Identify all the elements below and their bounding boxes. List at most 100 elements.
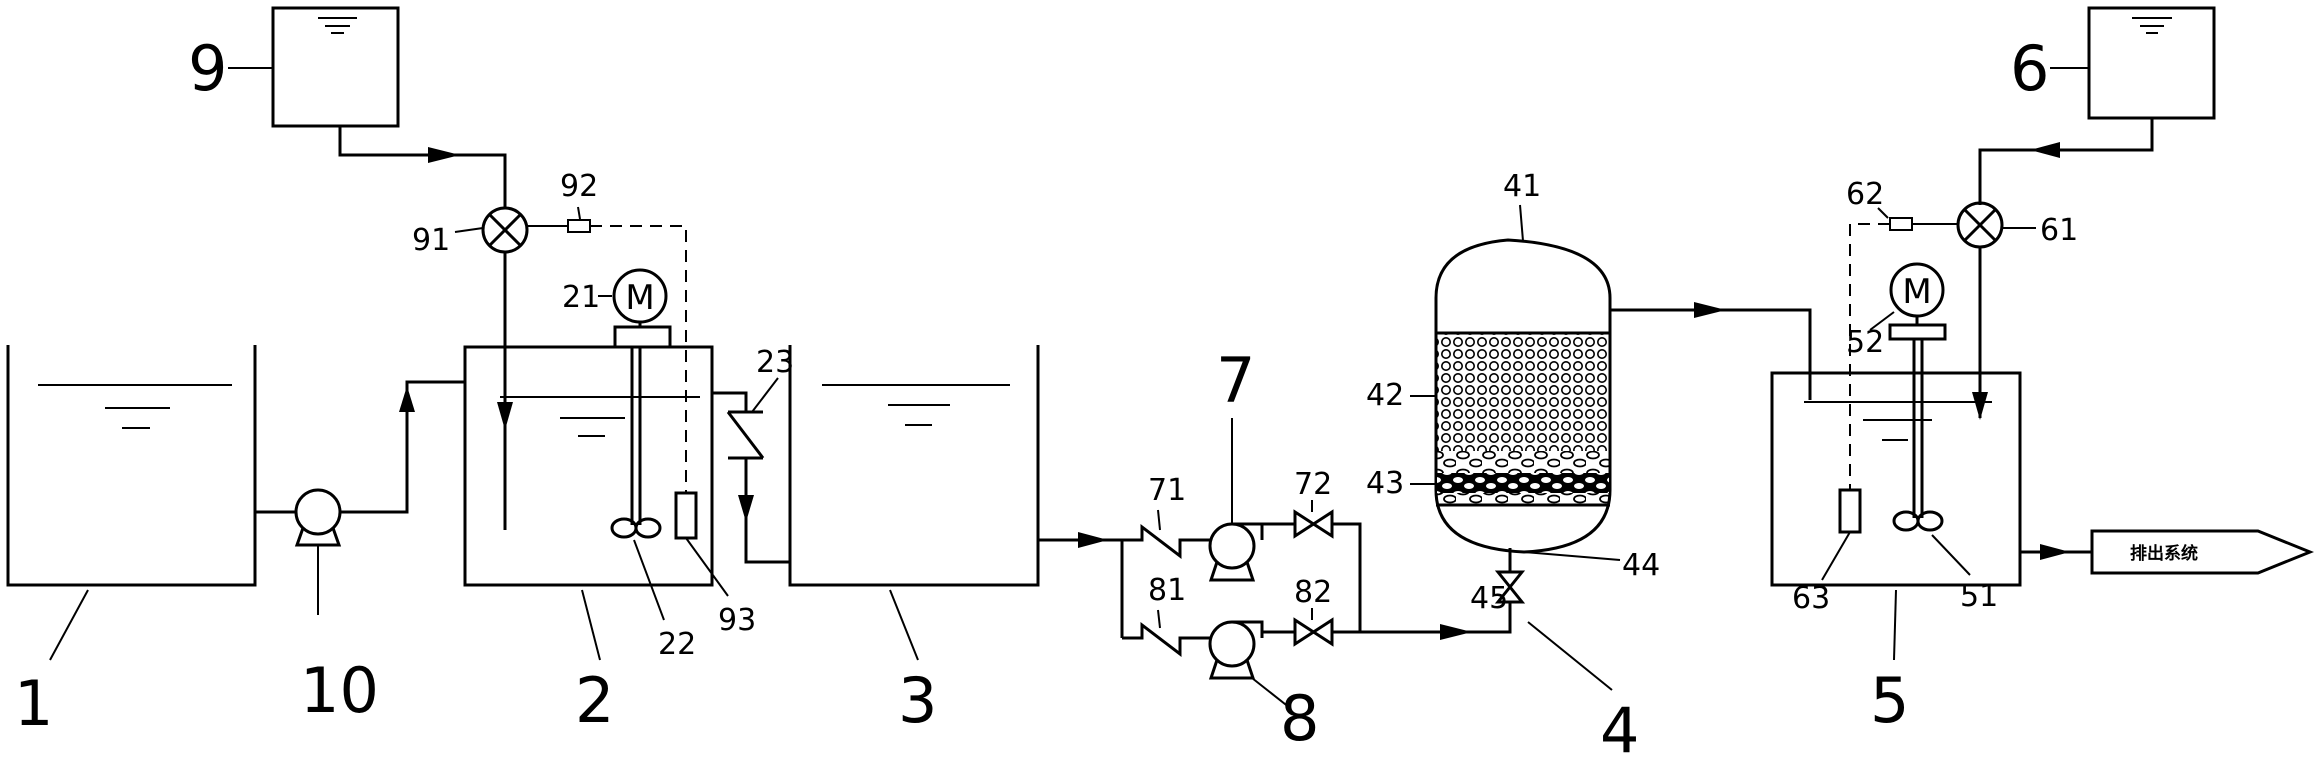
pipe-72-out: [1332, 522, 1362, 632]
controller-62: [1889, 217, 1913, 231]
discharge-system-label: 排出系统: [2130, 543, 2198, 564]
label-tank-2: 2: [575, 664, 614, 737]
label-controller-92: 92: [560, 169, 598, 204]
arrow-right-5: [1694, 302, 1726, 318]
leader-92: [577, 206, 581, 220]
label-pump-10: 10: [300, 654, 379, 727]
arrow-down-23: [738, 495, 754, 522]
label-dosing-tank-6: 6: [2010, 32, 2049, 105]
leader-51: [1931, 534, 1971, 576]
dosing-tank-9: [271, 6, 400, 128]
leader-8: [1251, 677, 1291, 709]
arrow-up: [399, 386, 415, 412]
label-probe-63: 63: [1792, 581, 1830, 616]
arrow-right-discharge: [2040, 544, 2070, 560]
leader-4: [1527, 621, 1613, 691]
arrow-down-91: [497, 402, 513, 430]
packing-layer-43-upper: [1437, 451, 1609, 473]
signal-92-93: [590, 225, 687, 493]
leader-52: [1869, 311, 1895, 331]
label-check-valve-71: 71: [1148, 473, 1186, 508]
controller-92: [567, 219, 591, 233]
label-reactor-bottom-44: 44: [1622, 548, 1660, 583]
pump-10: [294, 488, 342, 547]
label-valve-45: 45: [1470, 581, 1508, 616]
leader-63: [1821, 531, 1851, 581]
check-valve-81: [1122, 621, 1210, 658]
leader-41: [1519, 204, 1524, 242]
pump-8: [1208, 620, 1264, 680]
label-probe-93: 93: [718, 603, 756, 638]
discharge-system-box: [2090, 529, 2314, 575]
dosing-valve-91: [481, 206, 529, 254]
valve-82: [1293, 617, 1334, 647]
pipe-9-to-2: [338, 126, 507, 207]
motor-52: M: [1888, 262, 1947, 341]
packing-layer-43: [1437, 473, 1609, 493]
dosing-valve-61: [1956, 201, 2004, 249]
label-motor-52: 52: [1846, 325, 1884, 360]
label-packing-42: 42: [1366, 378, 1404, 413]
impeller-22: [610, 347, 662, 539]
leader-23: [751, 377, 779, 413]
leader-93: [685, 537, 729, 597]
label-tank-5: 5: [1870, 664, 1909, 737]
pipe-4-to-5: [1610, 308, 1812, 400]
label-valve-61: 61: [2040, 213, 2078, 248]
valve-72: [1293, 509, 1334, 539]
arrow-right-9: [428, 147, 460, 163]
leader-91: [454, 227, 484, 233]
label-dosing-tank-9: 9: [188, 32, 227, 105]
dosing-tank-6: [2087, 6, 2216, 120]
leader-22: [633, 539, 665, 621]
probe-93: [674, 491, 698, 540]
label-check-valve-23: 23: [756, 345, 794, 380]
label-impeller-51: 51: [1960, 579, 1998, 614]
pipe-6-to-5: [1978, 118, 2154, 205]
label-valve-91: 91: [412, 223, 450, 258]
leader-81: [1157, 609, 1161, 629]
label-tank-3: 3: [898, 664, 937, 737]
label-motor-21: 21: [562, 280, 600, 315]
packing-layer-44: [1437, 493, 1609, 505]
impeller-51: [1892, 339, 1944, 532]
motor-21-symbol: M: [625, 278, 654, 318]
arrow-left-6: [2030, 142, 2060, 158]
label-check-valve-81: 81: [1148, 573, 1186, 608]
pipe-23-down: [744, 458, 790, 564]
arrow-right-4: [1440, 624, 1472, 640]
tank-5: [1770, 371, 2022, 587]
leader-1: [49, 589, 89, 661]
check-valve-71: [1122, 523, 1210, 560]
label-pump-8: 8: [1280, 682, 1319, 755]
tank-3: [788, 345, 1040, 587]
label-reactor-4: 4: [1600, 694, 1639, 765]
valve-45: [1494, 570, 1526, 604]
leader-5: [1893, 589, 1897, 661]
tank-1: [6, 345, 257, 587]
label-impeller-22: 22: [658, 627, 696, 662]
pipe-2-to-3: [712, 391, 748, 412]
pump-7: [1208, 522, 1264, 582]
motor-52-symbol: M: [1902, 272, 1931, 312]
label-packing-43: 43: [1366, 466, 1404, 501]
label-pump-7: 7: [1216, 344, 1255, 417]
leader-2: [581, 589, 601, 661]
arrow-down-61: [1972, 392, 1988, 420]
leader-3: [889, 589, 919, 661]
reactor-4: [1434, 238, 1612, 554]
leader-44: [1523, 551, 1621, 561]
motor-21: M: [612, 268, 672, 349]
packing-layer-42: [1437, 333, 1609, 451]
label-valve-72: 72: [1294, 467, 1332, 502]
probe-63: [1838, 488, 1862, 534]
pipe-10-to-2: [340, 380, 465, 514]
label-controller-62: 62: [1846, 177, 1884, 212]
pipe-to-reactor: [1332, 602, 1512, 634]
label-valve-82: 82: [1294, 575, 1332, 610]
label-tank-1: 1: [14, 667, 53, 740]
arrow-right-3: [1078, 532, 1108, 548]
signal-62-63: [1849, 223, 1890, 490]
leader-71: [1157, 509, 1161, 531]
